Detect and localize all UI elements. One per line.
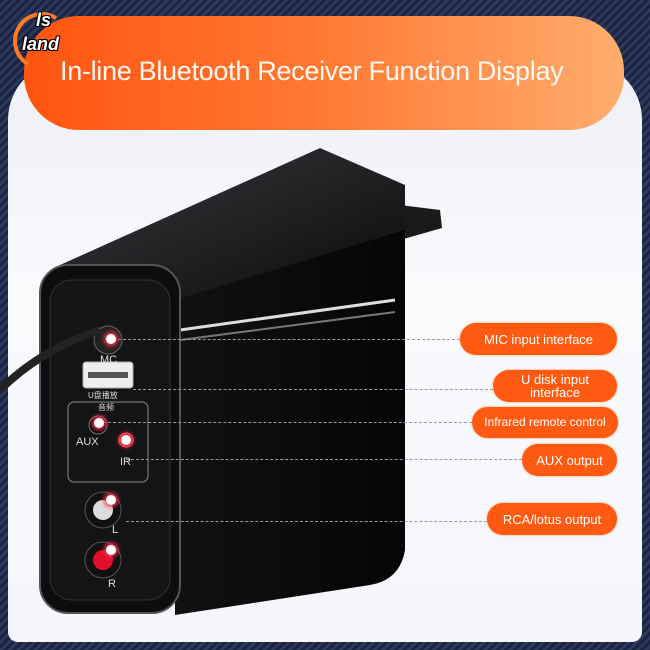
- usb-port-label: U盘播放: [88, 391, 118, 400]
- left-channel-label: L: [112, 524, 119, 536]
- logo-text-2: land: [22, 34, 60, 54]
- title-banner: [24, 16, 624, 130]
- plug-prong: [400, 205, 442, 240]
- aux-marker: [94, 418, 104, 428]
- banner-title: In-line Bluetooth Receiver Function Disp…: [60, 56, 564, 86]
- callout-line-usb: [133, 389, 493, 390]
- ir-port-label: IR: [120, 456, 131, 468]
- callout-line-ir: [98, 422, 472, 423]
- aux-port-label: AUX: [76, 436, 99, 448]
- mic-port-label: MC: [100, 354, 118, 366]
- logo-text-1: ls: [36, 10, 52, 30]
- audio-label: 音频: [98, 403, 114, 412]
- rca-left-marker: [106, 495, 116, 505]
- right-channel-label: R: [108, 578, 116, 590]
- ir-marker: [121, 435, 131, 445]
- callout-ir: Infrared remote control: [472, 407, 618, 438]
- callout-aux: AUX output: [522, 444, 617, 476]
- callout-rca: RCA/lotus output: [487, 503, 617, 535]
- callout-line-aux: [126, 459, 522, 460]
- mic-marker: [106, 334, 116, 344]
- rca-right-marker: [106, 545, 116, 555]
- callout-usb: U disk input interface: [493, 370, 617, 402]
- callout-line-mic: [113, 339, 460, 340]
- callout-mic: MIC input interface: [460, 323, 617, 355]
- island-logo: ls land: [6, 6, 68, 68]
- callout-line-rca: [126, 521, 487, 522]
